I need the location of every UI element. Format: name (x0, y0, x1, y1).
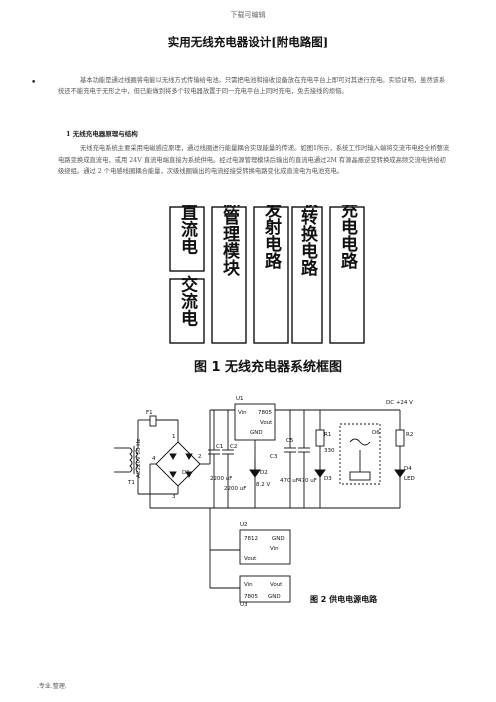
r1-resistor (315, 429, 325, 447)
pin4-label: 4 (152, 456, 156, 462)
relay-coil (349, 438, 371, 446)
dc-output-label: DC +24 V (386, 400, 413, 406)
d1-label: D1 (182, 470, 190, 476)
block-diagram-figure: 直流电 交流电 电源管理模块 发射电路 接收转换电路 充电电路 图 1 无线充电… (169, 205, 365, 375)
r1-label: R1 (324, 432, 331, 438)
d6-label: D6 (372, 430, 380, 436)
block-tx-label: 发射电路 (261, 205, 283, 270)
u3-gnd: GND (268, 594, 281, 600)
u2-part: 7812 (244, 536, 258, 542)
block-ch-box (329, 206, 365, 344)
intro-bullet: • (31, 78, 37, 88)
c1-label: C1 (216, 444, 223, 450)
u2-label: U2 (240, 522, 248, 528)
r1-value: 330 (324, 448, 335, 454)
d2-value: 8.2 V (256, 482, 270, 488)
c4-value: 470 uF (298, 478, 317, 484)
u3-vout: Vout (270, 582, 283, 588)
led-label: LED (404, 476, 415, 482)
u1-part: 7805 (258, 410, 272, 416)
fuse-symbol (149, 415, 157, 427)
block-dc-label: 直流电 (177, 205, 198, 255)
transformer-secondary (135, 447, 139, 473)
u3-label: U3 (240, 602, 248, 606)
u1-gnd: GND (250, 430, 263, 436)
power-supply-schematic: AC220V 50 Hz T1 F1 D1 2 4 1 3 C1 2200 uF… (114, 396, 415, 606)
section-paragraph: 无线充电系统主要采用电磁感应原理，通过线圈进行能量耦合实现能量的传递。如图1所示… (58, 145, 450, 176)
block-pm-label: 电源管理模块 (219, 205, 240, 277)
block-rx-label: 接收转换电路 (297, 205, 318, 277)
u2-gnd: GND (272, 536, 285, 542)
pin3-label: 3 (172, 494, 176, 500)
c2-value: 2200 uF (224, 486, 246, 492)
pin1-label: 1 (172, 434, 176, 440)
led-symbol (394, 469, 406, 478)
r2-resistor (395, 429, 405, 447)
u3-vin: Vin (244, 582, 253, 588)
relay-box (339, 423, 381, 485)
u2-regulator (239, 529, 291, 565)
d4-label: D4 (404, 466, 412, 472)
c5-value: 470 uF (280, 478, 299, 484)
figure2-caption: 图 2 供电电源电路 (310, 594, 378, 604)
r2-label: R2 (406, 432, 413, 438)
c5-label: C5 (286, 438, 294, 444)
document-title: 实用无线充电器设计[附电路图] (167, 35, 329, 49)
u3-regulator (239, 575, 291, 603)
block-ac-label: 交流电 (177, 274, 198, 326)
block-ch-label: 充电电路 (337, 205, 358, 270)
c3-label: C3 (270, 454, 278, 460)
page-footer: .专业.整理. (37, 683, 67, 690)
u2-vin: Vin (270, 546, 279, 552)
u1-label: U1 (236, 396, 244, 402)
pin2-label: 2 (198, 454, 202, 460)
block-pm-box (211, 206, 247, 344)
figure1-caption: 图 1 无线充电器系统框图 (194, 359, 342, 375)
intro-paragraph: 基本功能是通过线圈将电能以无线方式传输给电池。只需把电池和接收设备放在充电平台上… (58, 77, 446, 95)
d3-label: D3 (324, 476, 332, 482)
u3-part: 7805 (244, 594, 258, 600)
bridge-rectifier (155, 441, 201, 487)
page-header: 下载可编辑 (230, 11, 266, 19)
block-ac-box (169, 278, 205, 344)
block-tx-box (253, 206, 289, 344)
block-dc-box (169, 206, 205, 272)
t1-label: T1 (127, 480, 135, 486)
c1-value: 2200 uF (210, 476, 232, 482)
c2-label: C2 (230, 444, 237, 450)
u1-vout: Vout (260, 420, 273, 426)
u2-vout: Vout (244, 556, 257, 562)
ac-input-label: AC220V 50 Hz (136, 439, 142, 478)
d2-label: D2 (260, 470, 268, 476)
u1-vin: Vin (238, 410, 247, 416)
section-heading: 1 无线充电器原理与结构 (66, 130, 138, 138)
intro-block: 基本功能是通过线圈将电能以无线方式传输给电池。只需把电池和接收设备放在充电平台上… (58, 75, 450, 97)
block-rx-box (291, 206, 323, 344)
transformer-primary (129, 447, 133, 473)
f1-label: F1 (146, 410, 153, 416)
